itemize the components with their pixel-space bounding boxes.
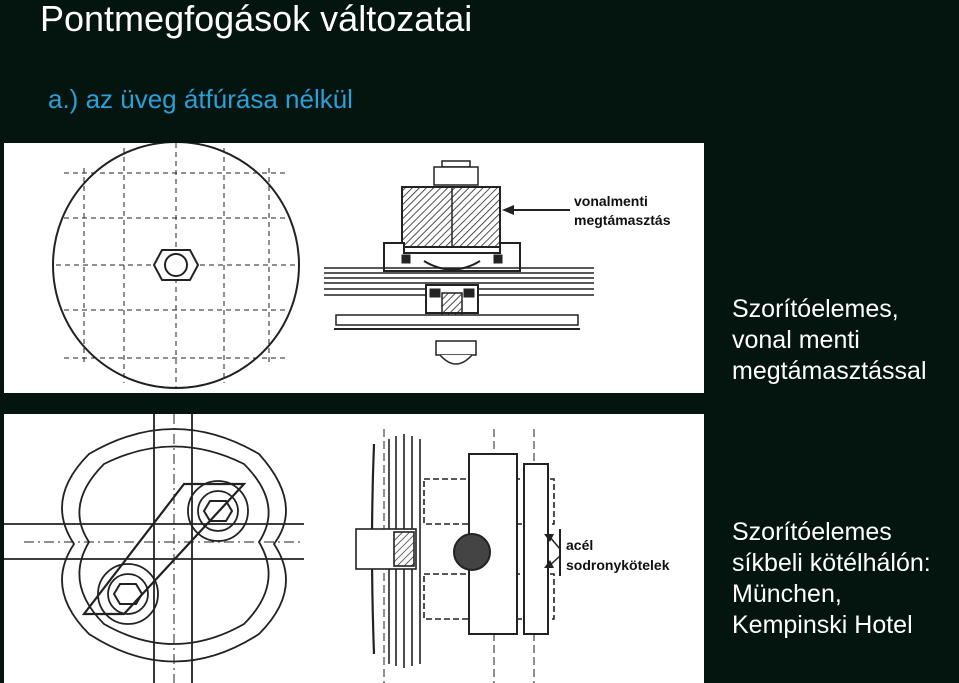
bottom-technical-drawing: acél sodronykötelek — [4, 414, 670, 683]
top-caption-line3: megtámasztással — [732, 357, 927, 385]
top-caption-line2: vonal menti — [732, 326, 860, 354]
bottom-caption-line3: München, — [732, 580, 842, 608]
cable-clamp-section-view — [355, 429, 561, 683]
slide-title: Pontmegfogások változatai — [40, 0, 473, 39]
top-figure-label-line2: megtámasztás — [574, 212, 671, 228]
circle-plan-view — [52, 143, 300, 389]
top-drawing-panel: vonalmenti megtámasztás — [4, 143, 704, 393]
clamp-section-view — [324, 160, 594, 365]
slide-subtitle: a.) az üveg átfúrása nélkül — [48, 84, 353, 114]
top-caption: Szorítóelemes, vonal menti megtámasztáss… — [732, 294, 927, 387]
bottom-figure-label-line1: acél — [566, 537, 593, 553]
bottom-caption: Szorítóelemes síkbeli kötélhálón: Münche… — [732, 517, 931, 641]
top-figure-label-line1: vonalmenti — [574, 193, 648, 209]
bottom-drawing-panel: acél sodronykötelek — [4, 414, 704, 683]
bottom-caption-line1: Szorítóelemes — [732, 518, 892, 546]
top-technical-drawing: vonalmenti megtámasztás — [52, 143, 671, 389]
top-caption-line1: Szorítóelemes, — [732, 295, 899, 323]
cable-clamp-plan-view — [4, 414, 304, 683]
bottom-caption-line2: síkbeli kötélhálón: — [732, 549, 931, 577]
bottom-caption-line4: Kempinski Hotel — [732, 611, 913, 639]
bottom-figure-label-line2: sodronykötelek — [566, 557, 670, 573]
